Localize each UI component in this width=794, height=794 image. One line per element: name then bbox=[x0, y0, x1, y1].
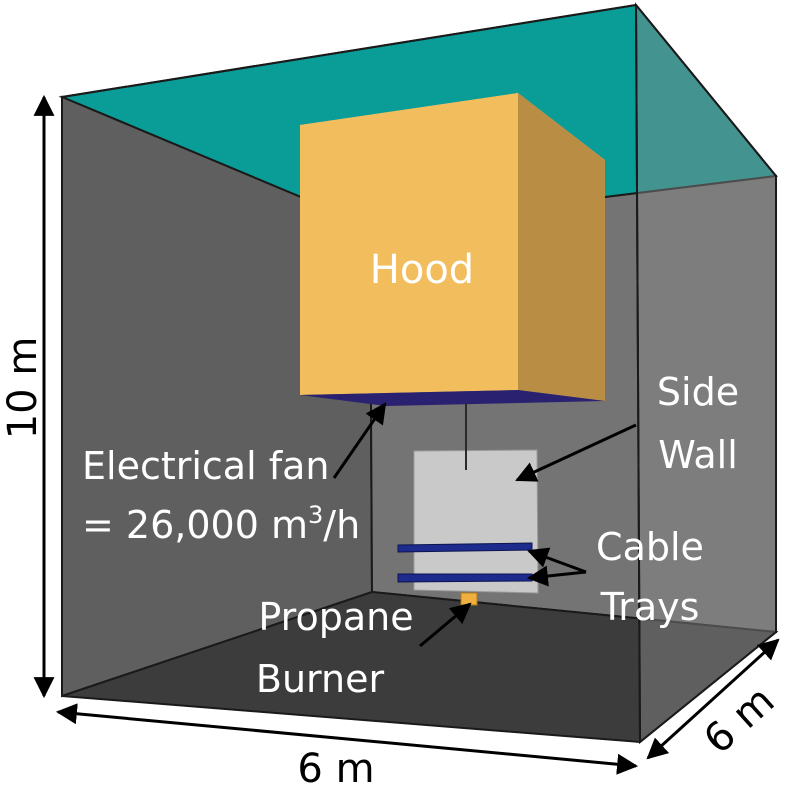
fan-arrow bbox=[332, 402, 387, 479]
cable-trays-label-line2: Trays bbox=[600, 585, 700, 629]
side-wall-panel bbox=[413, 449, 539, 594]
burner-arrow bbox=[419, 602, 472, 648]
front-right-edge bbox=[635, 4, 641, 743]
front-top-edge bbox=[61, 4, 637, 98]
side-wall-label-line1: Side bbox=[657, 370, 739, 414]
hood-label: Hood bbox=[370, 247, 474, 293]
width-dimension-arrow bbox=[55, 703, 639, 775]
height-dimension-label: 10 m bbox=[0, 337, 46, 440]
fan-label-line2: = 26,000 m3/h bbox=[82, 501, 360, 547]
hood-side bbox=[518, 93, 605, 401]
hood-bottom-fan bbox=[300, 390, 605, 406]
fan-flow-superscript: 3 bbox=[308, 501, 323, 529]
fan-flow-prefix: = 26,000 m bbox=[82, 503, 308, 547]
side-wall-label-line2: Wall bbox=[658, 433, 738, 477]
cable-tray-arrow-upper bbox=[527, 547, 587, 574]
depth-dimension-label: 6 m bbox=[695, 677, 783, 763]
depth-dimension-arrow bbox=[646, 638, 780, 760]
fan-flow-suffix: /h bbox=[323, 503, 360, 547]
cable-tray-arrow-lower bbox=[526, 565, 587, 587]
fan-label-line1: Electrical fan bbox=[82, 444, 329, 488]
hood-front bbox=[300, 93, 518, 395]
side-wall-arrow bbox=[515, 423, 637, 482]
burner-label-line2: Burner bbox=[256, 657, 385, 701]
width-dimension-label: 6 m bbox=[297, 746, 374, 792]
cable-trays-label-line1: Cable bbox=[596, 525, 704, 569]
burner-label-line1: Propane bbox=[258, 595, 413, 639]
cable-tray-lower bbox=[397, 573, 533, 583]
cable-tray-upper bbox=[397, 542, 533, 553]
